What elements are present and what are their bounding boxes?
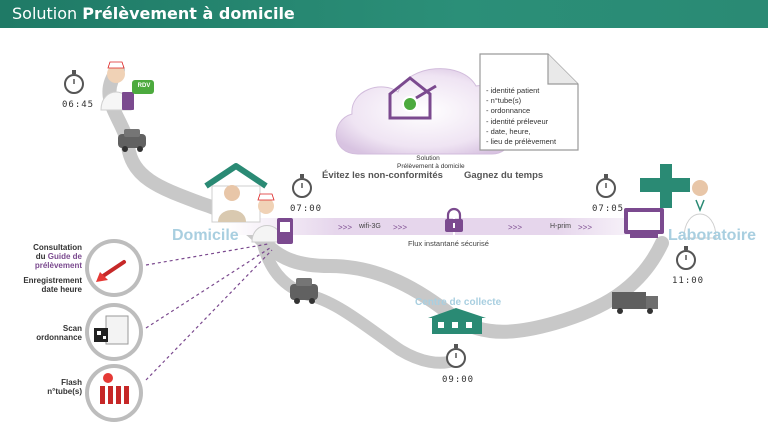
step-flash-l2: n°tube(s)	[47, 387, 82, 396]
time-0645: 06:45	[62, 100, 95, 110]
step-connectors	[145, 243, 273, 381]
message-right: Gagnez du temps	[464, 170, 544, 181]
doc-item: - identité préleveur	[486, 116, 549, 126]
step-label-scan: Scan ordonnance	[36, 324, 82, 342]
document-list: - identité patient - n°tube(s) - ordonna…	[486, 86, 556, 147]
band-tag-hprim: H-prim	[550, 223, 571, 230]
title-bold: Prélèvement à domicile	[82, 4, 295, 23]
cloud-label: Solution Prélèvement à domicile	[397, 155, 465, 170]
step-consult-l1: Consultation	[33, 243, 82, 252]
car-icon	[118, 129, 146, 152]
band-arrows-r2: >>>	[578, 223, 592, 232]
document-icon	[479, 53, 579, 151]
lab-caduceus-icon	[640, 164, 690, 208]
road-branch	[256, 234, 462, 369]
doc-item: - date, heure,	[486, 126, 531, 136]
house-search-icon	[388, 76, 437, 120]
title-prefix: Solution	[12, 4, 78, 23]
band-tag-wifi: wifi-3G	[359, 223, 381, 230]
step-flash-l1: Flash	[61, 378, 82, 387]
header-bar: Solution Prélèvement à domicile	[0, 0, 768, 28]
step-consult-l2: du Guide de	[33, 252, 82, 261]
truck-icon	[612, 292, 658, 314]
step-consult-guide: Guide de	[47, 252, 82, 261]
cloud-label-line1: Solution	[416, 155, 440, 162]
stopwatch-icon-0645	[64, 70, 84, 94]
step-label-flash: Flash n°tube(s)	[47, 378, 82, 396]
lab-screen-icon	[624, 208, 664, 238]
collection-center-icon	[428, 308, 486, 334]
car-icon-2	[290, 278, 318, 304]
node-label-domicile: Domicile	[172, 227, 239, 244]
step-consult-prelev: prélèvement	[34, 261, 82, 270]
time-0900: 09:00	[442, 375, 475, 385]
step-circle-flash	[85, 364, 143, 422]
time-0705: 07:05	[592, 204, 625, 214]
cloud-label-line2: Prélèvement à domicile	[397, 162, 465, 170]
step-enreg-l1: Enregistrement	[23, 276, 82, 285]
stopwatch-icon-0705	[596, 174, 616, 198]
band-arrows-r1: >>>	[508, 223, 522, 232]
nurse-rdv-icon	[100, 61, 154, 111]
doc-item: - identité patient	[486, 86, 540, 95]
band-arrows-mid: >>>	[393, 223, 407, 232]
step-scan-l1: Scan	[62, 324, 82, 333]
step-enreg-l2: date heure	[41, 285, 82, 294]
band-caption: Flux instantané sécurisé	[408, 239, 489, 248]
time-0700: 07:00	[290, 204, 323, 214]
rdv-badge: RDV	[137, 83, 151, 89]
doc-item: - lieu de prélèvement	[486, 137, 557, 147]
patient-icon	[218, 185, 246, 222]
message-left: Évitez les non-conformités	[322, 170, 443, 181]
stopwatch-icon-0900	[446, 344, 466, 368]
road-path	[102, 63, 669, 339]
time-1100: 11:00	[672, 276, 705, 286]
doc-item: - ordonnance	[486, 106, 531, 116]
doctor-icon	[683, 180, 717, 239]
stopwatch-icon-1100	[676, 246, 696, 270]
step-label-consultation: Consultation du Guide de prélèvement	[33, 243, 82, 270]
stopwatch-icon-0700	[292, 174, 312, 198]
lock-icon	[445, 207, 463, 232]
step-label-enregistrement: Enregistrement date heure	[23, 276, 82, 294]
node-label-laboratoire: Laboratoire	[668, 227, 757, 244]
step-circle-scan	[85, 303, 143, 361]
diagram-scene: >>> >>> >>> >>>	[64, 53, 717, 422]
step-scan-l2: ordonnance	[36, 333, 82, 342]
phone-icon	[277, 218, 293, 244]
node-label-centre: Centre de collecte	[415, 297, 502, 308]
step-circle-consultation	[85, 239, 143, 297]
doc-item: - n°tube(s)	[486, 96, 522, 106]
step-consult-du: du	[35, 252, 46, 261]
nurse-icon	[251, 193, 283, 243]
page-title: Solution Prélèvement à domicile	[12, 4, 295, 24]
band-arrows-left: >>>	[338, 223, 352, 232]
